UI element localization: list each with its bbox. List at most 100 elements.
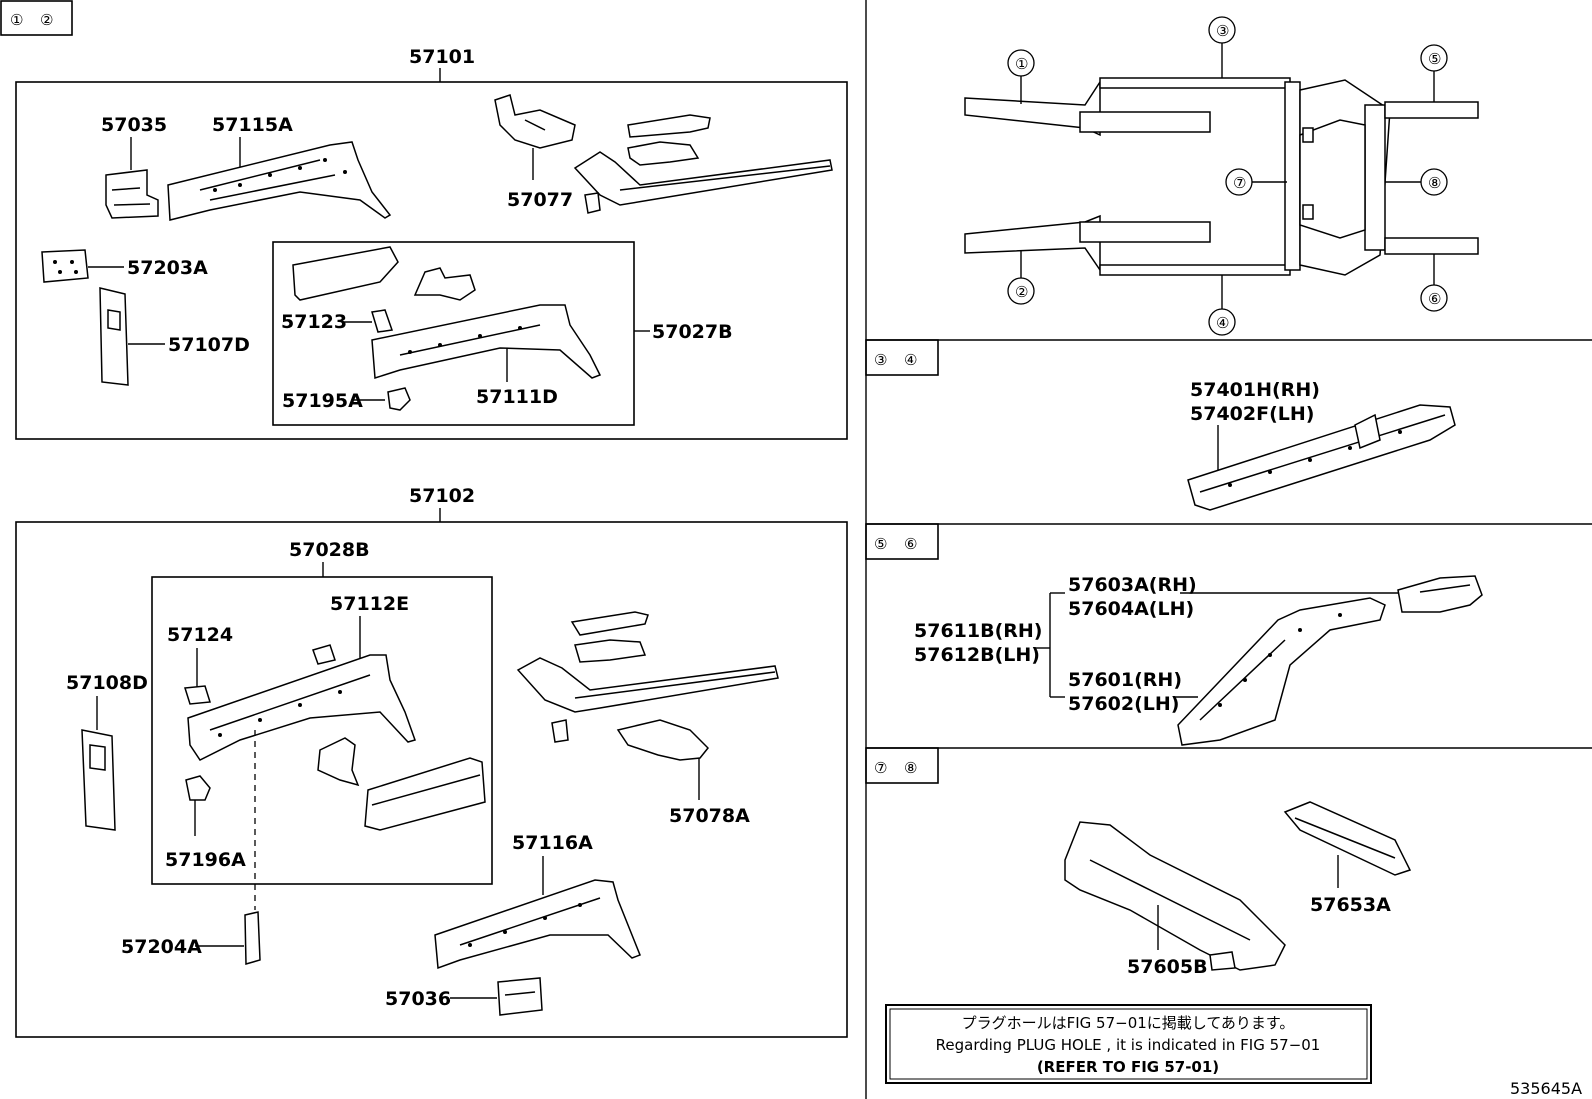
- label-57653A: 57653A: [1310, 894, 1391, 916]
- label-57115A: 57115A: [212, 114, 293, 136]
- part-57603A: [1397, 575, 1483, 613]
- label-57035: 57035: [101, 114, 167, 136]
- label-57612B: 57612B(LH): [914, 644, 1040, 666]
- part-57204A: [244, 911, 261, 965]
- label-57102: 57102: [409, 485, 475, 507]
- svg-text:②: ②: [40, 11, 53, 29]
- label-57101: 57101: [409, 46, 475, 68]
- label-57602: 57602(LH): [1068, 693, 1179, 715]
- section-tag-56: ⑤ ⑥: [865, 523, 939, 560]
- part-sill-upper: [627, 114, 711, 138]
- callout-8: ⑧: [1385, 168, 1448, 196]
- group-box-57027B: [272, 241, 635, 426]
- callout-2: ②: [1007, 250, 1035, 305]
- svg-text:③: ③: [1216, 22, 1229, 40]
- part-57653A: [1283, 801, 1412, 876]
- svg-text:⑥: ⑥: [1428, 290, 1441, 308]
- svg-text:⑤: ⑤: [874, 535, 887, 553]
- label-57611B: 57611B(RH): [914, 620, 1042, 642]
- svg-text:⑥: ⑥: [904, 535, 917, 553]
- label-57401H: 57401H(RH): [1190, 379, 1320, 401]
- part-57605B-bracket: [1209, 951, 1236, 971]
- part-57196A: [185, 775, 211, 801]
- label-57124: 57124: [167, 624, 233, 646]
- svg-text:⑧: ⑧: [1428, 174, 1441, 192]
- label-57604A: 57604A(LH): [1068, 598, 1194, 620]
- label-57111D: 57111D: [476, 386, 558, 408]
- note-line-jp: プラグホールはFIG 57−01に掲載してあります。: [962, 1014, 1295, 1032]
- part-sill-bracket-57102: [574, 639, 647, 663]
- part-57116A: [434, 879, 641, 970]
- part-57195A: [387, 387, 411, 411]
- part-57028B-bracket-mid: [317, 737, 360, 787]
- part-57028B-bracket-small: [312, 644, 336, 665]
- label-57196A: 57196A: [165, 849, 246, 871]
- group-box-57102: [15, 521, 848, 1038]
- svg-text:①: ①: [1015, 55, 1028, 73]
- part-57124: [184, 685, 211, 705]
- group-box-57101: [15, 81, 848, 440]
- part-57036: [497, 977, 543, 1016]
- label-57116A: 57116A: [512, 832, 593, 854]
- part-sill-upper-57102: [570, 611, 649, 636]
- label-57027B: 57027B: [652, 321, 733, 343]
- part-57401H: [1187, 404, 1456, 511]
- label-57107D: 57107D: [168, 334, 250, 356]
- part-rocker-57101: [573, 151, 833, 206]
- part-sill-bracket: [627, 141, 700, 166]
- part-57027B-bracket: [413, 267, 476, 301]
- svg-text:④: ④: [904, 351, 917, 369]
- label-57036: 57036: [385, 988, 451, 1010]
- part-57077: [494, 94, 576, 149]
- part-57203A: [41, 249, 89, 283]
- plug-hole-note: プラグホールはFIG 57−01に掲載してあります。 Regarding PLU…: [885, 1004, 1372, 1084]
- svg-text:①: ①: [10, 11, 23, 29]
- part-rocker-57102: [516, 657, 779, 713]
- part-57108D: [81, 729, 116, 831]
- part-57028B-crossmember: [364, 757, 486, 831]
- label-57112E: 57112E: [330, 593, 409, 615]
- part-57115A: [167, 141, 392, 221]
- part-57401H-bracket: [1354, 413, 1381, 450]
- label-57077: 57077: [507, 189, 573, 211]
- svg-text:⑧: ⑧: [904, 759, 917, 777]
- part-small-clip-57101: [584, 192, 601, 214]
- part-57123: [371, 309, 394, 333]
- svg-text:⑦: ⑦: [1233, 174, 1246, 192]
- callout-3: ③: [1208, 16, 1236, 78]
- part-57027B-upper: [292, 246, 399, 301]
- note-line-en: Regarding PLUG HOLE , it is indicated in…: [936, 1036, 1321, 1054]
- label-57402F: 57402F(LH): [1190, 403, 1314, 425]
- label-57028B: 57028B: [289, 539, 370, 561]
- part-57107D: [99, 287, 129, 386]
- label-57123: 57123: [281, 311, 347, 333]
- callout-6: ⑥: [1420, 254, 1448, 312]
- frame-overview: [964, 77, 1479, 276]
- section-tag-12: ① ②: [0, 0, 73, 36]
- part-small-clip-57102: [551, 719, 569, 743]
- part-57035: [105, 169, 159, 219]
- label-57204A: 57204A: [121, 936, 202, 958]
- callout-1: ①: [1007, 49, 1035, 104]
- part-57112E: [187, 654, 416, 761]
- callout-5: ⑤: [1420, 44, 1448, 102]
- callout-4: ④: [1208, 275, 1236, 336]
- label-57601: 57601(RH): [1068, 669, 1182, 691]
- label-57078A: 57078A: [669, 805, 750, 827]
- label-57605B: 57605B: [1127, 956, 1208, 978]
- part-57111D: [371, 304, 602, 380]
- label-57203A: 57203A: [127, 257, 208, 279]
- svg-text:②: ②: [1015, 283, 1028, 301]
- svg-text:⑦: ⑦: [874, 759, 887, 777]
- figure-ref-number: 535645A: [1510, 1079, 1582, 1098]
- section-tag-78: ⑦ ⑧: [865, 747, 939, 784]
- label-57108D: 57108D: [66, 672, 148, 694]
- svg-text:④: ④: [1216, 314, 1229, 332]
- callout-7: ⑦: [1225, 168, 1287, 196]
- label-57603A: 57603A(RH): [1068, 574, 1197, 596]
- label-57195A: 57195A: [282, 390, 363, 412]
- svg-text:⑤: ⑤: [1428, 50, 1441, 68]
- part-57611B: [1177, 597, 1386, 746]
- part-57605B: [1064, 821, 1286, 971]
